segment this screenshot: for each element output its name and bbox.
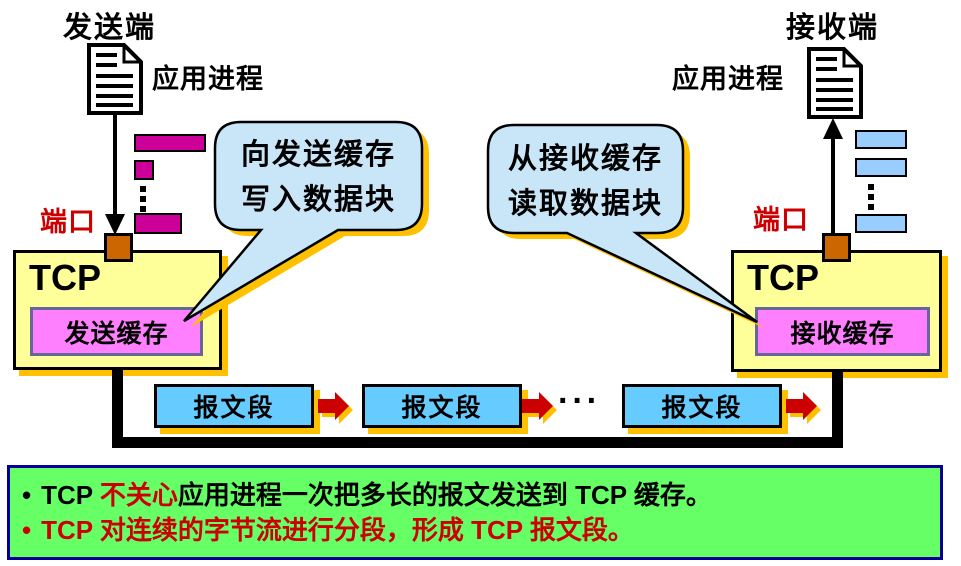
note-line-1-bullet: • (22, 480, 32, 510)
pipe-horizontal (112, 437, 843, 448)
segments-ellipsis: ··· (558, 382, 601, 420)
segment-box: 报文段 (622, 384, 782, 428)
callout-left-line1: 向发送缓存 (240, 139, 396, 171)
segment-arrow-icon (522, 392, 553, 420)
receiver-data-block (855, 214, 907, 233)
note-line-2: • TCP 对连续的字节流进行分段，形成 TCP 报文段。 (22, 515, 634, 545)
callout-right-line1: 从接收缓存 (507, 143, 663, 175)
sender-tcp-label: TCP (29, 257, 101, 298)
receiver-data-block (855, 158, 907, 177)
segment-arrow-icon (786, 392, 817, 420)
note-line-1-highlight: 不关心 (99, 480, 178, 510)
note-line-1: • TCP 不关心应用进程一次把多长的报文发送到 TCP 缓存。 (22, 480, 712, 510)
sender-port (104, 233, 133, 262)
note-line-2-bullet: • (22, 515, 32, 545)
receiver-app-process-label: 应用进程 (672, 64, 784, 94)
callout-right-shadow (495, 131, 764, 328)
segment-box: 报文段 (154, 384, 314, 428)
note-line-1-part2: 应用进程一次把多长的报文发送到 TCP 缓存。 (177, 480, 712, 510)
receiver-tcp-label: TCP (747, 257, 819, 298)
receiver-title: 接收端 (786, 12, 880, 44)
receive-buffer: 接收缓存 (755, 307, 930, 356)
pipe-right (832, 370, 843, 448)
receiver-data-block (855, 130, 907, 149)
sender-document-icon (87, 43, 143, 115)
segment-label: 报文段 (661, 394, 743, 422)
callout-right-line2: 读取数据块 (507, 188, 663, 220)
send-buffer-label: 发送缓存 (64, 319, 169, 348)
sender-data-block (134, 134, 206, 152)
sender-data-block (134, 160, 154, 180)
sender-port-label: 端口 (40, 207, 96, 237)
callout-right-bubble (486, 123, 758, 324)
receiver-document-icon (807, 47, 863, 119)
callout-left-text: 向发送缓存 写入数据块 (215, 133, 422, 223)
sender-down-arrow-icon (105, 114, 125, 235)
callout-right-text: 从接收缓存 读取数据块 (488, 137, 683, 227)
segment-label: 报文段 (401, 394, 483, 422)
sender-data-block (134, 213, 182, 234)
pipe-left (112, 370, 123, 448)
segment-box: 报文段 (362, 384, 522, 428)
segment-label: 报文段 (193, 394, 275, 422)
sender-app-process-label: 应用进程 (152, 64, 264, 94)
note-line-1-part1: TCP (41, 480, 100, 510)
receive-buffer-label: 接收缓存 (790, 319, 895, 348)
receiver-port-label: 端口 (753, 205, 809, 235)
notes-panel: • TCP 不关心应用进程一次把多长的报文发送到 TCP 缓存。 • TCP 对连续… (7, 465, 943, 560)
receiver-up-arrow-icon (823, 118, 843, 236)
vertical-ellipsis-icon (868, 184, 874, 210)
send-buffer: 发送缓存 (30, 307, 203, 356)
receiver-port (822, 233, 851, 262)
note-line-2-text: TCP 对连续的字节流进行分段，形成 TCP 报文段。 (41, 515, 634, 545)
sender-title: 发送端 (63, 12, 157, 44)
vertical-ellipsis-icon (140, 186, 146, 212)
callout-left-line2: 写入数据块 (240, 184, 396, 216)
segment-arrow-icon (318, 392, 349, 420)
callout-left-shadow (191, 128, 429, 327)
